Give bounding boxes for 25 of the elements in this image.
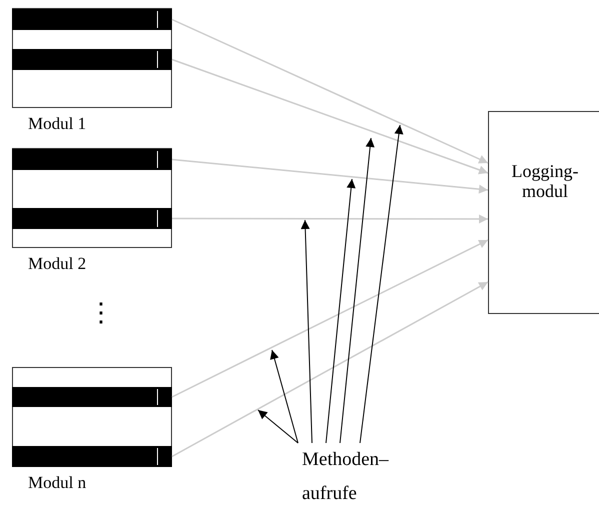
bar — [12, 446, 172, 467]
bar — [12, 149, 172, 170]
leader-arrow — [360, 124, 404, 444]
bar — [12, 387, 172, 407]
note-text: Methoden– aufrufe — [302, 443, 410, 511]
bar — [12, 208, 172, 229]
arrow — [172, 58, 488, 174]
module-box — [488, 111, 599, 314]
leader-arrow — [300, 220, 312, 444]
module-label: Modul n — [28, 473, 86, 493]
arrow — [172, 281, 488, 458]
ellipsis-label: ⋮ — [88, 300, 114, 326]
arrow — [172, 239, 488, 398]
module-label: Modul 2 — [28, 254, 86, 274]
module-title: Logging- modul — [510, 161, 580, 201]
bar — [12, 49, 172, 70]
module-label: Modul 1 — [28, 114, 86, 134]
arrow — [172, 18, 488, 164]
leader-arrow — [326, 178, 356, 444]
arrow — [172, 214, 488, 224]
leader-arrow — [270, 350, 298, 444]
bar — [12, 9, 172, 30]
arrow — [172, 158, 488, 194]
leader-arrow — [340, 138, 375, 444]
leader-arrow — [258, 410, 298, 444]
